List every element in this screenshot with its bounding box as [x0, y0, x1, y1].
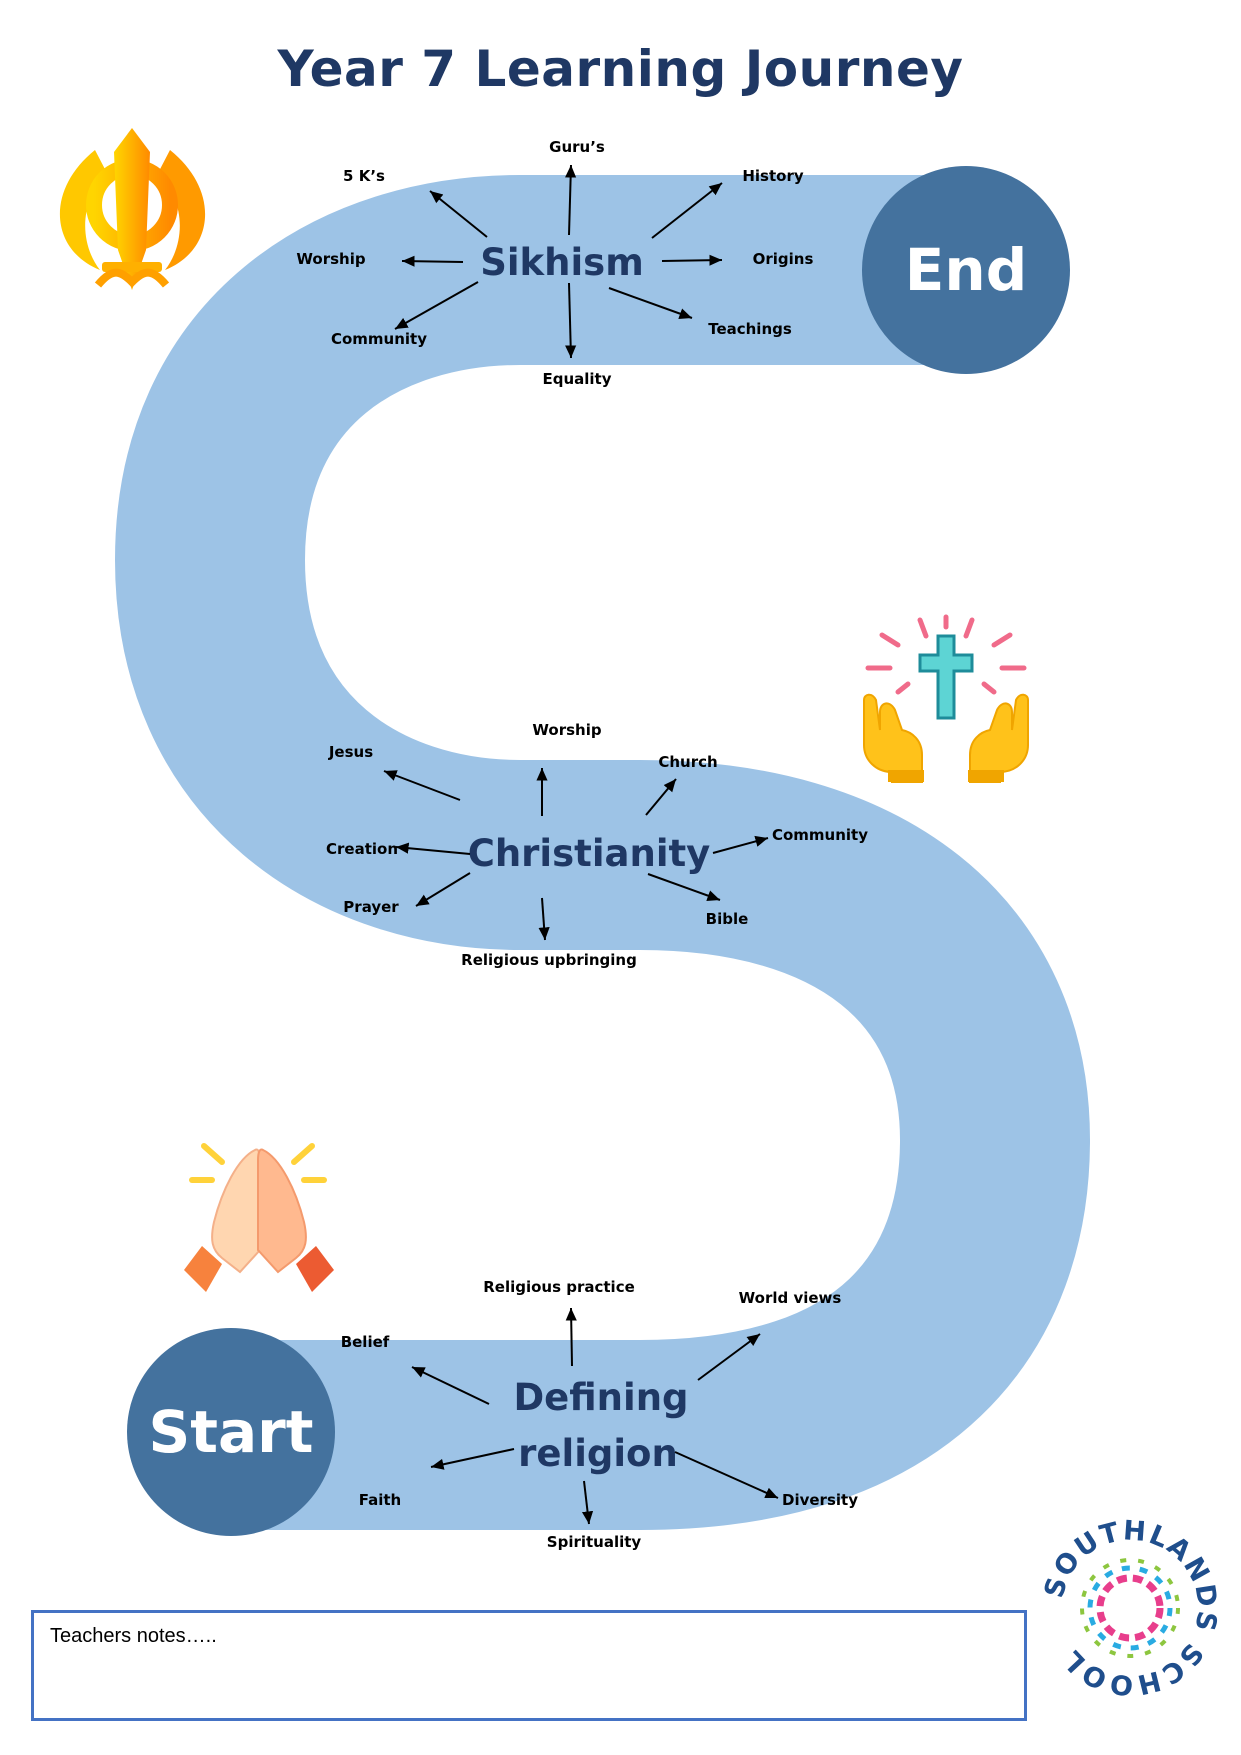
topic-defining-religion-title-line2: religion [518, 1432, 678, 1475]
topic-defining-religion-title-line1: Defining [513, 1376, 688, 1419]
start-node: Start [127, 1328, 335, 1536]
arrow [401, 255, 464, 267]
school-logo-text: SOUTHLANDS SCHOOL [1039, 1515, 1221, 1700]
arrow [415, 872, 471, 907]
subtopic-label: Spirituality [547, 1533, 642, 1551]
subtopic-label: Equality [542, 370, 611, 388]
subtopic-label: Church [658, 753, 717, 771]
subtopic-label: Community [331, 330, 427, 348]
arrow [581, 1480, 594, 1525]
arrow [383, 770, 461, 801]
praying-hands-icon [184, 1143, 334, 1292]
arrow [651, 182, 723, 239]
page-title: Year 7 Learning Journey [277, 40, 964, 98]
arrow [395, 842, 471, 855]
subtopic-label: Belief [341, 1333, 390, 1351]
subtopic-label: Religious practice [483, 1278, 635, 1296]
subtopic-label: Origins [753, 250, 814, 268]
topic-christianity-title: Christianity [468, 832, 711, 875]
arrow [565, 1307, 577, 1367]
topic-christianity: Christianity Worship Jesus Church Commun… [326, 721, 868, 969]
topic-defining-religion: Defining religion Religious practice Wor… [341, 1278, 858, 1551]
subtopic-label: World views [739, 1289, 842, 1307]
arrow [538, 897, 550, 941]
arrow [645, 778, 677, 816]
arrow [565, 164, 577, 236]
subtopic-label: Creation [326, 840, 398, 858]
arrow [429, 190, 488, 238]
end-node: End [862, 166, 1070, 374]
khanda-icon [59, 128, 206, 290]
subtopic-label: Worship [296, 250, 365, 268]
arrow [411, 1366, 490, 1405]
arrow [712, 835, 769, 854]
subtopic-label: Jesus [328, 743, 373, 761]
subtopic-label: Worship [532, 721, 601, 739]
subtopic-label: Prayer [343, 898, 399, 916]
arrow [565, 282, 577, 359]
subtopic-label: History [742, 167, 803, 185]
subtopic-label: Guru’s [549, 138, 605, 156]
subtopic-label: Community [772, 826, 868, 844]
start-label: Start [149, 1398, 314, 1466]
arrow [674, 1451, 779, 1499]
svg-text:SOUTHLANDS SCHOOL: SOUTHLANDS SCHOOL [1039, 1515, 1223, 1700]
school-logo: SOUTHLANDS SCHOOL [1039, 1515, 1223, 1700]
arrow [394, 281, 479, 330]
end-label: End [905, 236, 1027, 304]
subtopic-label: Bible [706, 910, 749, 928]
subtopic-label: Faith [359, 1491, 401, 1509]
praying-hands-cross-icon [863, 614, 1029, 783]
arrow [647, 873, 721, 901]
topic-sikhism-title: Sikhism [480, 241, 644, 284]
arrow [608, 287, 693, 319]
teacher-notes-box[interactable]: Teachers notes….. [31, 1610, 1027, 1721]
arrow [697, 1333, 761, 1381]
subtopic-label: 5 K’s [343, 167, 385, 185]
journey-path [114, 175, 1091, 1530]
subtopic-label: Religious upbringing [461, 951, 637, 969]
topic-sikhism: Sikhism Guru’s 5 K’s History Worship Ori… [296, 138, 813, 388]
teacher-notes-label: Teachers notes….. [50, 1625, 217, 1647]
subtopic-label: Diversity [782, 1491, 858, 1509]
subtopic-label: Teachings [708, 320, 792, 338]
arrow [430, 1448, 515, 1470]
arrow [661, 254, 723, 266]
